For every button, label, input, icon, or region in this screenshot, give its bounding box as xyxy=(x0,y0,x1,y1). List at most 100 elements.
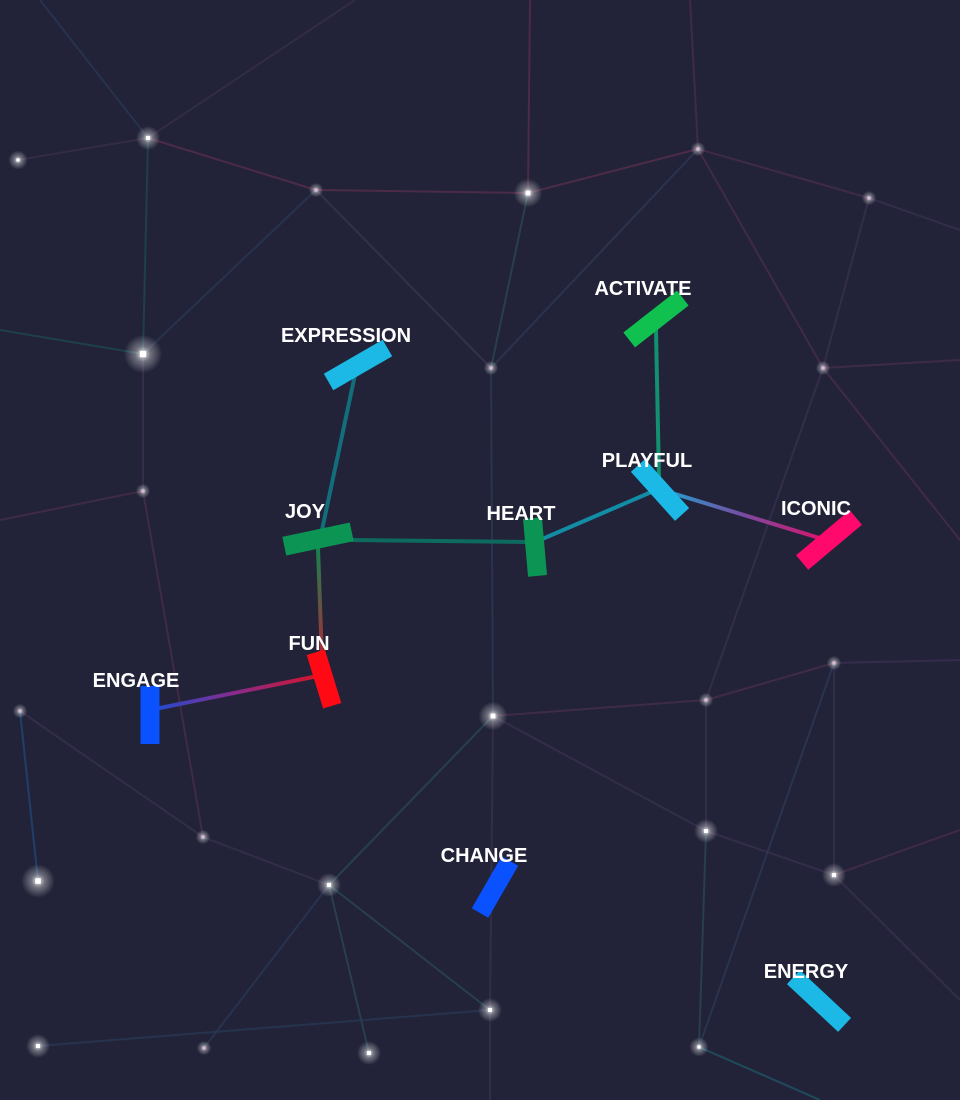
star xyxy=(697,1045,701,1049)
mesh-line xyxy=(202,836,330,886)
star xyxy=(489,366,493,370)
node-iconic[interactable]: ICONIC xyxy=(781,498,862,570)
mesh-line xyxy=(19,710,39,882)
star xyxy=(367,1051,371,1055)
star xyxy=(327,883,331,887)
node-expression-bar[interactable] xyxy=(323,339,393,391)
node-iconic-bar[interactable] xyxy=(796,510,862,570)
node-change-label: CHANGE xyxy=(441,845,528,867)
connection-lines xyxy=(148,328,828,712)
star xyxy=(36,1044,40,1048)
edge-playful-iconic xyxy=(660,488,828,542)
mesh-line xyxy=(492,715,707,832)
edge-joy-heart xyxy=(350,538,530,544)
star xyxy=(488,1008,492,1012)
mesh-line xyxy=(527,148,699,194)
node-playful-label: PLAYFUL xyxy=(602,450,692,472)
node-fun[interactable]: FUN xyxy=(288,633,342,709)
star xyxy=(490,713,496,719)
mesh-line xyxy=(147,0,356,139)
mesh-line xyxy=(142,490,204,838)
node-change-bar[interactable] xyxy=(471,856,519,918)
node-activate-bar[interactable] xyxy=(623,290,689,348)
mesh-line xyxy=(0,490,144,521)
mesh-line xyxy=(328,715,494,886)
mesh-line xyxy=(0,329,144,355)
mesh-line xyxy=(315,189,529,194)
edge-joy-fun xyxy=(316,546,324,662)
mesh-line xyxy=(705,830,835,876)
star xyxy=(18,709,22,713)
node-expression-label: EXPRESSION xyxy=(281,325,411,347)
mesh-line xyxy=(698,1046,821,1100)
star xyxy=(832,661,836,665)
mesh-line xyxy=(328,884,491,1011)
node-change[interactable]: CHANGE xyxy=(441,845,528,918)
mesh-line xyxy=(492,699,707,717)
mesh-line xyxy=(328,884,370,1054)
mesh-line xyxy=(489,715,494,1011)
mesh-line xyxy=(689,0,699,150)
mesh-line xyxy=(17,137,149,161)
node-playful-bar[interactable] xyxy=(630,459,690,521)
mesh-line xyxy=(527,0,531,194)
node-energy-bar[interactable] xyxy=(786,970,852,1032)
star xyxy=(141,489,145,493)
mesh-line xyxy=(698,830,707,1048)
star xyxy=(35,878,41,884)
mesh-line xyxy=(315,189,492,369)
node-energy-label: ENERGY xyxy=(764,961,849,983)
star xyxy=(202,1046,206,1050)
node-playful[interactable]: PLAYFUL xyxy=(602,450,692,521)
node-activate-label: ACTIVATE xyxy=(594,278,691,300)
node-engage[interactable]: ENGAGE xyxy=(93,670,180,744)
node-iconic-label: ICONIC xyxy=(781,498,851,520)
star xyxy=(16,158,20,162)
mesh-line xyxy=(142,137,149,355)
star xyxy=(704,829,708,833)
node-engage-label: ENGAGE xyxy=(93,670,180,692)
mesh-line xyxy=(822,359,960,369)
node-heart[interactable]: HEART xyxy=(487,503,556,577)
star xyxy=(696,147,700,151)
mesh-line xyxy=(142,189,317,355)
node-expression[interactable]: EXPRESSION xyxy=(281,325,411,391)
mesh-line xyxy=(37,1009,491,1047)
node-heart-bar[interactable] xyxy=(523,517,547,577)
mesh-line xyxy=(868,197,960,231)
mesh-line xyxy=(19,710,204,838)
edge-activate-playful xyxy=(654,328,661,482)
star xyxy=(525,190,531,196)
background-stars xyxy=(8,126,877,1065)
mesh-line xyxy=(490,192,529,369)
node-energy[interactable]: ENERGY xyxy=(764,961,852,1032)
mesh-line xyxy=(822,197,870,369)
star xyxy=(832,873,836,877)
mesh-line xyxy=(147,137,317,191)
edge-fun-engage xyxy=(148,674,320,712)
star xyxy=(139,350,147,358)
node-fun-bar[interactable] xyxy=(306,649,342,709)
mesh-line xyxy=(833,874,960,1001)
star xyxy=(867,196,871,200)
mesh-line xyxy=(39,0,149,139)
node-fun-label: FUN xyxy=(288,633,329,655)
mesh-line xyxy=(697,148,870,199)
mesh-line xyxy=(822,367,960,541)
mesh-line xyxy=(833,659,960,664)
node-engage-bar[interactable] xyxy=(140,686,160,744)
node-joy[interactable]: JOY xyxy=(282,501,354,556)
star xyxy=(146,136,150,140)
star xyxy=(201,835,205,839)
node-activate[interactable]: ACTIVATE xyxy=(594,278,692,348)
edge-expression-joy xyxy=(320,368,358,532)
mesh-line xyxy=(705,367,824,701)
mesh-line xyxy=(203,884,330,1049)
node-joy-bar[interactable] xyxy=(282,522,354,556)
mesh-line xyxy=(833,829,960,876)
star xyxy=(314,188,318,192)
edge-heart-playful xyxy=(538,488,658,542)
node-joy-label: JOY xyxy=(285,501,326,523)
